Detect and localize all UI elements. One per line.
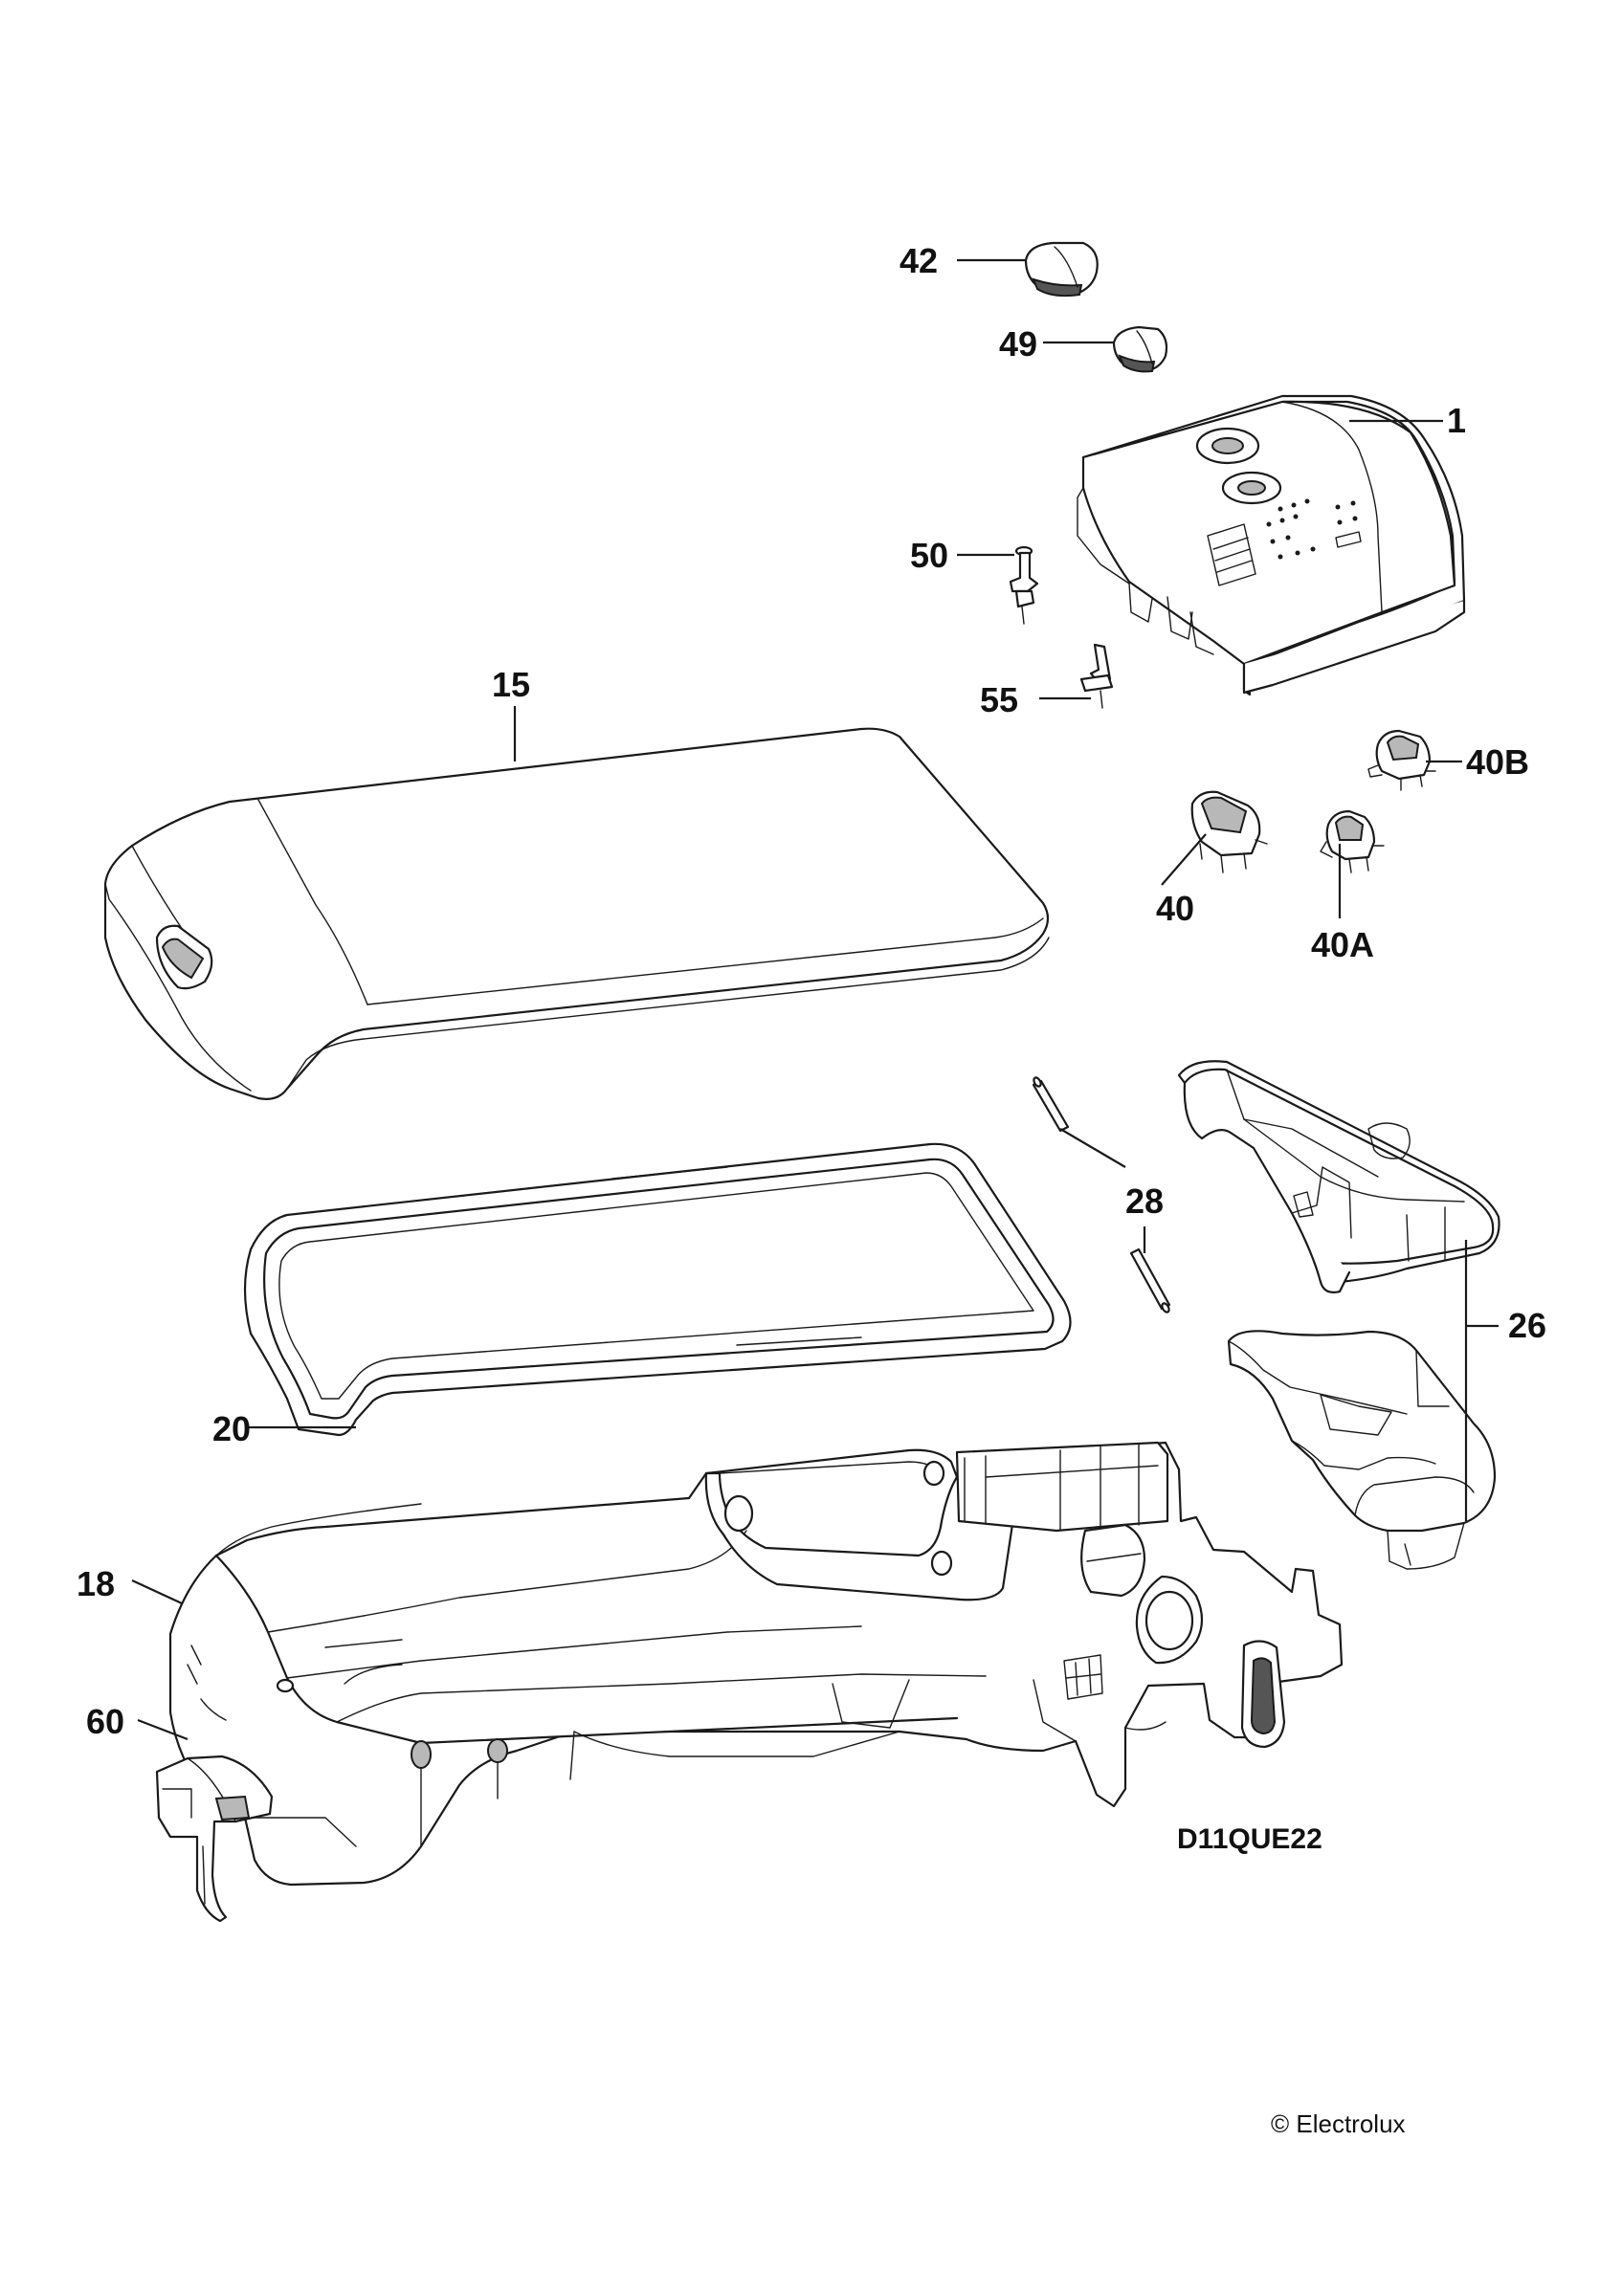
indicator-dots [1266, 498, 1358, 560]
callout-50: 50 [910, 536, 948, 575]
part-20-gasket [243, 1142, 1072, 1437]
part-15-lid [103, 727, 1050, 1100]
drawing-code: D11QUE22 [1177, 1823, 1322, 1855]
part-50-pin [1009, 545, 1039, 625]
callout-42: 42 [900, 241, 938, 280]
part-1-control-panel [1077, 394, 1466, 696]
part-28-pins [1032, 1076, 1171, 1314]
callout-40a: 40A [1311, 925, 1374, 964]
leader-lines [131, 258, 1499, 1741]
callout-55: 55 [980, 680, 1018, 719]
part-18-top-frame [168, 1441, 1344, 1887]
part-40-button [1190, 790, 1268, 873]
callout-18: 18 [77, 1564, 115, 1603]
part-49-knob [1112, 325, 1168, 373]
callout-20: 20 [212, 1409, 251, 1448]
callout-28: 28 [1125, 1181, 1164, 1221]
callout-1: 1 [1447, 401, 1466, 440]
part-60-door-lock [155, 1755, 274, 1923]
callout-40: 40 [1156, 889, 1194, 928]
callout-49: 49 [999, 324, 1037, 364]
callout-60: 60 [86, 1702, 124, 1741]
part-26-hinges [1177, 1060, 1500, 1570]
part-55-clip [1079, 643, 1114, 709]
part-40a-button [1320, 809, 1385, 873]
callout-15: 15 [492, 665, 530, 704]
button-slot-grid [1207, 523, 1362, 586]
part-42-knob [1024, 241, 1099, 298]
callout-26: 26 [1508, 1306, 1546, 1345]
callout-40b: 40B [1466, 742, 1529, 782]
part-40b-button [1367, 729, 1436, 791]
copyright-notice: © Electrolux [1271, 2109, 1406, 2138]
callout-labels: 42 49 1 50 55 15 40B 40 40A 28 26 20 18 … [77, 241, 1546, 1741]
